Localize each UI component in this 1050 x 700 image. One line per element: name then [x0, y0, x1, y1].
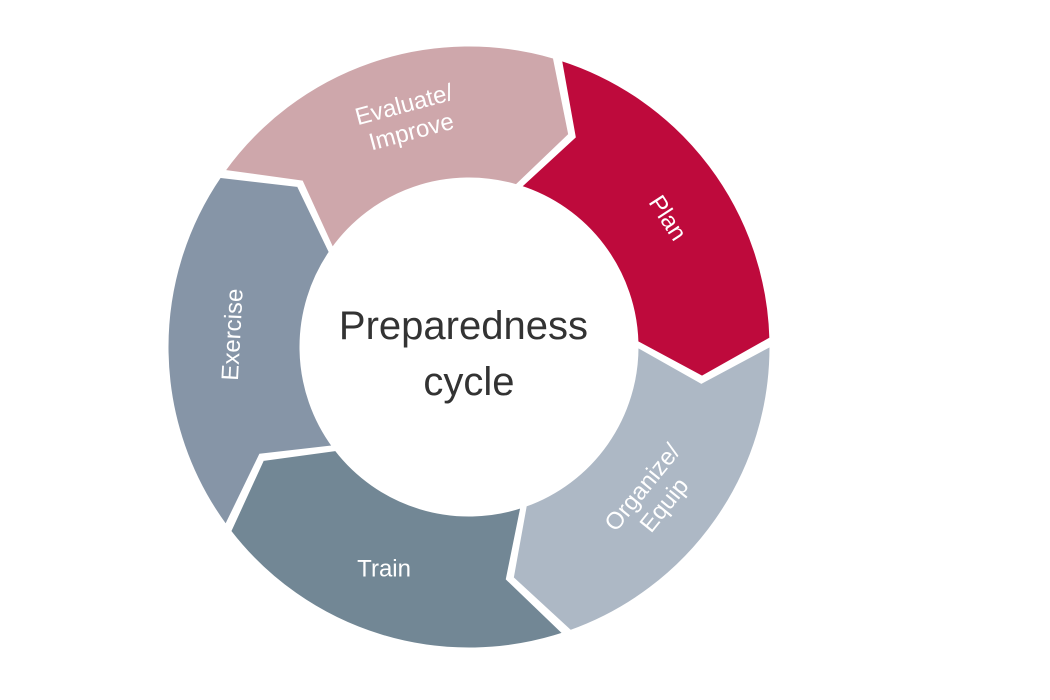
segment-train [227, 447, 568, 651]
segment-label-train-line-1: Train [357, 555, 411, 582]
center-label: Preparedness cycle [339, 304, 599, 404]
segment-label-exercise-line-1: Exercise [217, 288, 249, 381]
segment-plan [516, 56, 773, 379]
center-label-line-1: Preparedness [339, 304, 588, 348]
segment-label-exercise: Exercise [217, 288, 249, 381]
segment-label-train: Train [357, 555, 411, 582]
segment-organize-equip [510, 342, 773, 634]
segment-evaluate-improve [220, 43, 572, 253]
center-label-line-2: cycle [423, 360, 514, 404]
segment-exercise [165, 174, 337, 530]
cycle-segments [165, 43, 773, 651]
